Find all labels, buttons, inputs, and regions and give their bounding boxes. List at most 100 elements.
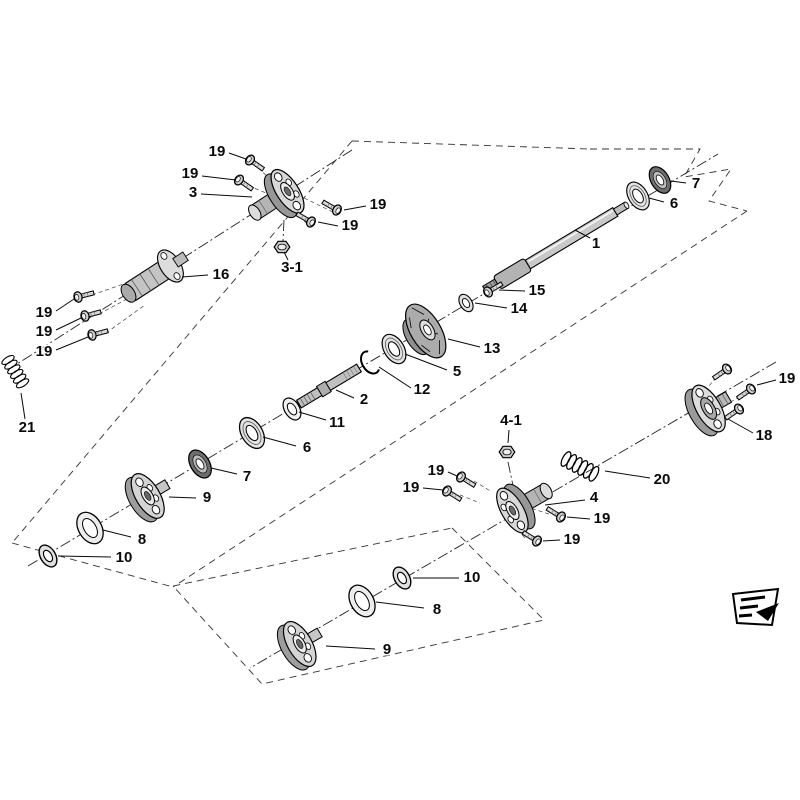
callout-leader-19 (566, 516, 591, 520)
callout-leader-13 (447, 338, 481, 348)
callout-19: 19 (594, 510, 611, 527)
part-4-1-nut (498, 445, 516, 459)
callout-4: 4 (590, 489, 599, 506)
callout-leader-12 (378, 366, 412, 389)
callout-6: 6 (670, 195, 678, 212)
part-13-fan (402, 303, 447, 359)
callout-leader-16 (181, 274, 209, 278)
callout-leader-9 (168, 496, 197, 499)
callout-19: 19 (370, 196, 387, 213)
callout-leader-14 (474, 302, 508, 309)
boundary-lower-panel (172, 527, 545, 685)
callout-leader-19 (756, 379, 777, 386)
callout-2: 2 (360, 391, 368, 408)
part-19-bolt (72, 287, 96, 304)
callout-leader-7 (210, 467, 238, 475)
part-1-drive-shaft (481, 201, 630, 295)
part-8-washer-rear (348, 584, 376, 618)
callout-19: 19 (779, 370, 796, 387)
callout-3-1: 3-1 (281, 259, 303, 276)
callout-leader-19 (201, 175, 237, 181)
callout-19: 19 (36, 323, 53, 340)
callout-leader-19 (343, 205, 367, 211)
part-6-bearing-lower (233, 412, 271, 454)
part-19-bolt (319, 196, 344, 218)
part-9-hub-front (117, 462, 181, 528)
callout-leader-18 (727, 418, 754, 434)
boundary-line (172, 210, 748, 588)
callout-leader-6 (262, 436, 297, 447)
callout-19: 19 (403, 479, 420, 496)
callouts-layer: 1919319193-11619191921176151413512211679… (17, 141, 797, 659)
callout-21: 21 (19, 419, 36, 436)
brand-logo-icon (731, 587, 780, 627)
callout-7: 7 (692, 175, 700, 192)
callout-9: 9 (383, 641, 391, 658)
axis-nut-3-1 (282, 219, 285, 242)
part-7-seal-lower (183, 445, 217, 483)
callout-19: 19 (36, 304, 53, 321)
part-21-spring (0, 353, 31, 391)
callout-leader-8 (375, 601, 425, 609)
callout-12: 12 (414, 381, 431, 398)
callout-leader-19 (447, 471, 458, 477)
boundary-line (351, 140, 591, 150)
callout-leader-3-1 (283, 251, 289, 261)
part-10-washer-rear (388, 563, 416, 593)
callout-leader-2 (335, 389, 355, 399)
callout-leader-19 (55, 336, 89, 351)
part-9-hub-rear (270, 610, 333, 676)
callout-16: 16 (213, 266, 230, 283)
part-3-coupling-flange (236, 163, 311, 237)
callout-leader-20 (604, 470, 651, 479)
callout-8: 8 (433, 601, 441, 618)
boundary-line (11, 542, 174, 588)
callout-18: 18 (756, 427, 773, 444)
callout-19: 19 (428, 462, 445, 479)
callout-leader-19 (55, 317, 82, 331)
callout-leader-19 (542, 539, 561, 542)
callout-leader-19 (55, 298, 75, 312)
callout-1: 1 (592, 235, 600, 252)
callout-8: 8 (138, 531, 146, 548)
center-axes (13, 149, 777, 669)
callout-leader-4 (544, 499, 586, 506)
callout-leader-8 (102, 529, 132, 538)
part-19-bolt (293, 208, 318, 230)
callout-3: 3 (189, 184, 197, 201)
callout-leader-21 (20, 392, 26, 420)
callout-7: 7 (243, 468, 251, 485)
callout-leader-11 (298, 411, 327, 421)
callout-leader-19 (228, 152, 247, 160)
callout-9: 9 (203, 489, 211, 506)
part-19-bolt (734, 381, 758, 404)
callout-14: 14 (511, 300, 528, 317)
callout-10: 10 (464, 569, 481, 586)
callout-leader-7 (670, 180, 687, 184)
parts-layer (0, 152, 758, 676)
callout-13: 13 (484, 340, 501, 357)
callout-19: 19 (182, 165, 199, 182)
callout-19: 19 (36, 343, 53, 360)
callout-leader-4-1 (507, 429, 510, 444)
callout-leader-19 (422, 487, 444, 491)
callout-leader-3 (200, 193, 253, 198)
part-10-washer-front (34, 541, 62, 571)
part-19-bolt (710, 361, 734, 384)
callout-leader-10 (57, 555, 112, 558)
callout-19: 19 (564, 531, 581, 548)
part-18-cover (684, 384, 733, 437)
callout-20: 20 (654, 471, 671, 488)
part-19-bolt (79, 306, 103, 323)
part-19-bolt (243, 152, 267, 175)
callout-6: 6 (303, 439, 311, 456)
callout-4-1: 4-1 (500, 412, 522, 429)
callout-15: 15 (529, 282, 546, 299)
part-20-spring (558, 449, 602, 484)
part-19-bolt (519, 527, 544, 549)
callout-10: 10 (116, 549, 133, 566)
part-19-bolt (440, 483, 465, 505)
part-4-coupling-flange (489, 466, 564, 539)
